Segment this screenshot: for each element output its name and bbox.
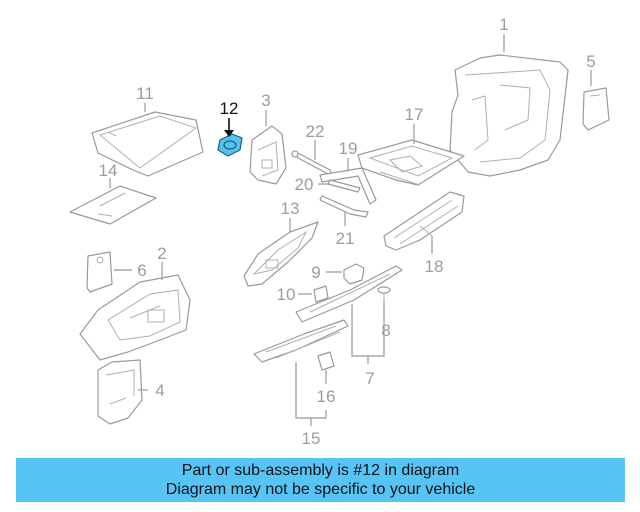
part-11-floor-cover: [91, 111, 204, 177]
leader-7: [351, 304, 385, 357]
part-12-highlighted-clip: [217, 133, 243, 157]
part-8-fastener: [377, 286, 391, 302]
part-9-clip: [343, 263, 365, 285]
callout-3: 3: [261, 91, 270, 110]
part-20-rod: [327, 179, 361, 193]
callout-15: 15: [302, 429, 321, 448]
part-3-bracket: [249, 125, 287, 185]
callout-14: 14: [99, 161, 118, 180]
callout-6: 6: [137, 261, 146, 280]
part-5-small-panel: [582, 87, 610, 131]
leader-12-arrow: [224, 130, 234, 137]
callout-8: 8: [381, 321, 390, 340]
callout-20: 20: [295, 175, 314, 194]
callout-10: 10: [277, 285, 296, 304]
part-1-quarter-trim-panel: [449, 54, 569, 177]
callout-21: 21: [336, 229, 355, 248]
callout-7: 7: [365, 369, 374, 388]
callout-1: 1: [499, 15, 508, 34]
part-15-cargo-cover: [253, 319, 349, 363]
part-7-sill-plate: [295, 265, 403, 323]
part-10-clip: [313, 285, 329, 303]
banner-line-2: Diagram may not be specific to your vehi…: [165, 481, 476, 498]
part-18-jack: [383, 191, 465, 251]
callout-2: 2: [157, 244, 166, 263]
info-banner: Part or sub-assembly is #12 in diagram D…: [16, 458, 625, 502]
banner-line-1: Part or sub-assembly is #12 in diagram: [181, 462, 460, 479]
part-2-side-trim: [79, 274, 191, 361]
callout-13: 13: [281, 199, 300, 218]
callout-16: 16: [317, 387, 336, 406]
part-14-mat: [69, 185, 157, 225]
callout-4: 4: [155, 381, 164, 400]
part-13-trim-panel: [243, 221, 319, 287]
callout-5: 5: [586, 52, 595, 71]
part-17-storage-tray: [357, 139, 465, 186]
part-6-panel: [86, 251, 113, 293]
callout-22: 22: [306, 122, 325, 141]
callout-12: 12: [220, 99, 239, 118]
part-16-bracket: [317, 351, 335, 371]
callout-18: 18: [425, 257, 444, 276]
part-4-storage-bin: [97, 359, 143, 425]
callout-9: 9: [311, 263, 320, 282]
callout-11: 11: [136, 84, 154, 103]
part-21-tool: [319, 195, 369, 218]
part-22-rod: [291, 150, 333, 177]
callout-19: 19: [339, 139, 358, 158]
callout-17: 17: [405, 105, 424, 124]
